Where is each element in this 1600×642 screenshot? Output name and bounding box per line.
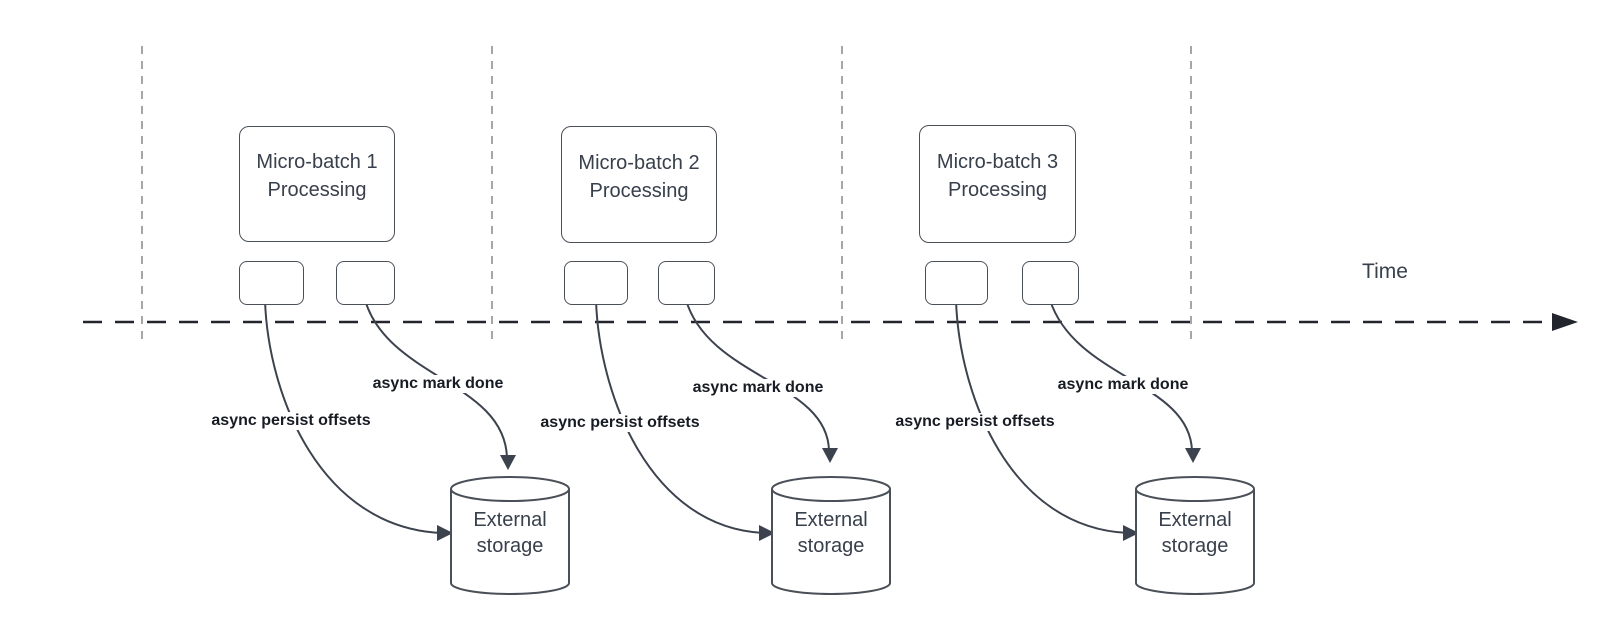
storage-cylinder-3-top — [1135, 476, 1255, 502]
storage-cylinder-2-body — [771, 489, 891, 595]
offsets-task-box-3 — [925, 261, 988, 305]
done-task-box-2 — [658, 261, 715, 305]
mark-done-label-2: async mark done — [689, 379, 827, 397]
micro-batch-1-title-line1: Micro-batch 1 — [256, 151, 378, 173]
persist-offsets-arrow-3 — [955, 299, 1129, 534]
micro-batch-2-title-line2: Processing — [589, 179, 689, 202]
mark-done-arrowhead-1-icon — [500, 455, 516, 470]
external-storage-label-1: External storage — [450, 507, 570, 559]
done-task-box-1 — [336, 261, 395, 305]
external-storage-1-line1: External — [473, 509, 547, 531]
persist-offsets-arrow-1 — [264, 299, 443, 534]
external-storage-label-2: External storage — [771, 507, 891, 559]
storage-cylinder-1-top — [450, 476, 570, 502]
persist-offsets-arrowhead-2-icon — [759, 525, 775, 541]
offsets-task-box-2 — [564, 261, 628, 305]
storage-cylinder-1-body — [450, 489, 570, 595]
mark-done-label-1: async mark done — [369, 375, 507, 393]
offsets-task-box-1 — [239, 261, 304, 305]
mark-done-arrowhead-3-icon — [1185, 448, 1201, 463]
external-storage-2-line2: storage — [797, 535, 865, 557]
external-storage-3-line1: External — [1158, 509, 1232, 531]
micro-batch-1-title-line2: Processing — [267, 179, 367, 201]
persist-offsets-arrow-2 — [595, 299, 765, 534]
persist-offsets-label-3: async persist offsets — [892, 413, 1058, 431]
storage-cylinder-3-body — [1135, 489, 1255, 595]
time-axis-arrowhead-icon — [1552, 313, 1578, 331]
mark-done-arrowhead-2-icon — [822, 448, 838, 463]
persist-offsets-arrowhead-3-icon — [1123, 525, 1139, 541]
micro-batch-3-processing-box: Micro-batch 3 Processing — [919, 125, 1076, 243]
external-storage-3-line2: storage — [1161, 535, 1229, 557]
micro-batch-3-title-line2: Processing — [948, 179, 1047, 201]
external-storage-1-line2: storage — [476, 535, 544, 557]
persist-offsets-arrowhead-1-icon — [437, 525, 453, 541]
external-storage-2-line1: External — [794, 509, 868, 531]
done-task-box-3 — [1022, 261, 1079, 305]
micro-batch-1-processing-box: Micro-batch 1 Processing — [239, 126, 395, 242]
persist-offsets-label-1: async persist offsets — [208, 412, 374, 430]
micro-batch-2-processing-box: Micro-batch 2 Processing — [561, 126, 717, 243]
time-axis-label: Time — [1362, 260, 1408, 283]
micro-batch-2-title-line1: Micro-batch 2 — [578, 151, 700, 174]
persist-offsets-label-2: async persist offsets — [537, 414, 703, 432]
micro-batch-3-title-line1: Micro-batch 3 — [936, 151, 1059, 173]
storage-cylinder-2-top — [771, 476, 891, 502]
mark-done-arrow-2 — [685, 299, 830, 452]
external-storage-label-3: External storage — [1135, 507, 1255, 559]
mark-done-label-3: async mark done — [1054, 376, 1192, 394]
